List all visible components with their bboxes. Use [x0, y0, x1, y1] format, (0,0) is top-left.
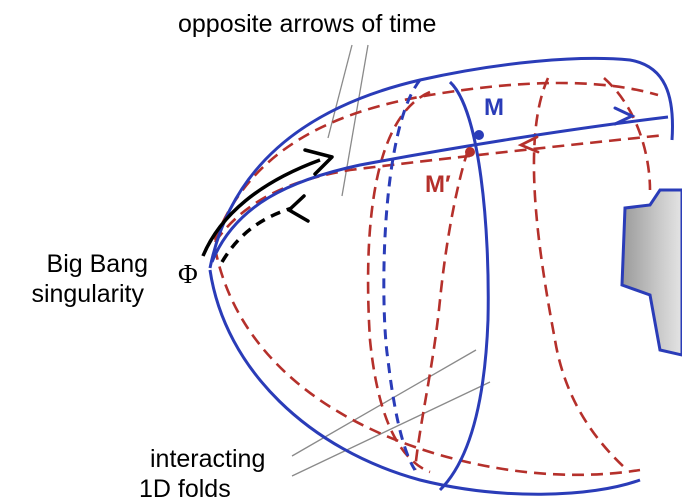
blue-solid-fold	[208, 56, 674, 496]
label-interacting: interacting	[150, 445, 265, 473]
point-m-dot	[474, 130, 484, 140]
forward-arrowhead	[303, 148, 334, 176]
red-dashed-fold	[213, 77, 666, 477]
red-arrowhead	[517, 135, 540, 154]
blue-arrowhead	[613, 106, 636, 126]
blue-dashed-back-edge	[382, 79, 422, 471]
label-singularity: singularity	[31, 280, 144, 308]
bottom-pointer-lines	[291, 349, 491, 477]
point-m-prime-dot	[465, 147, 475, 157]
backward-arrowhead	[287, 194, 310, 223]
label-opposite-arrows: opposite arrows of time	[178, 10, 436, 38]
label-phi: Φ	[178, 259, 198, 289]
label-big-bang: Big Bang	[47, 250, 148, 278]
forward-arrow-of-time	[201, 158, 321, 257]
label-m-prime: M′	[425, 171, 451, 198]
label-1d-folds: 1D folds	[139, 475, 231, 503]
backward-arrow-of-time	[220, 206, 293, 263]
label-m: M	[484, 94, 504, 121]
hole-shape	[620, 188, 682, 357]
